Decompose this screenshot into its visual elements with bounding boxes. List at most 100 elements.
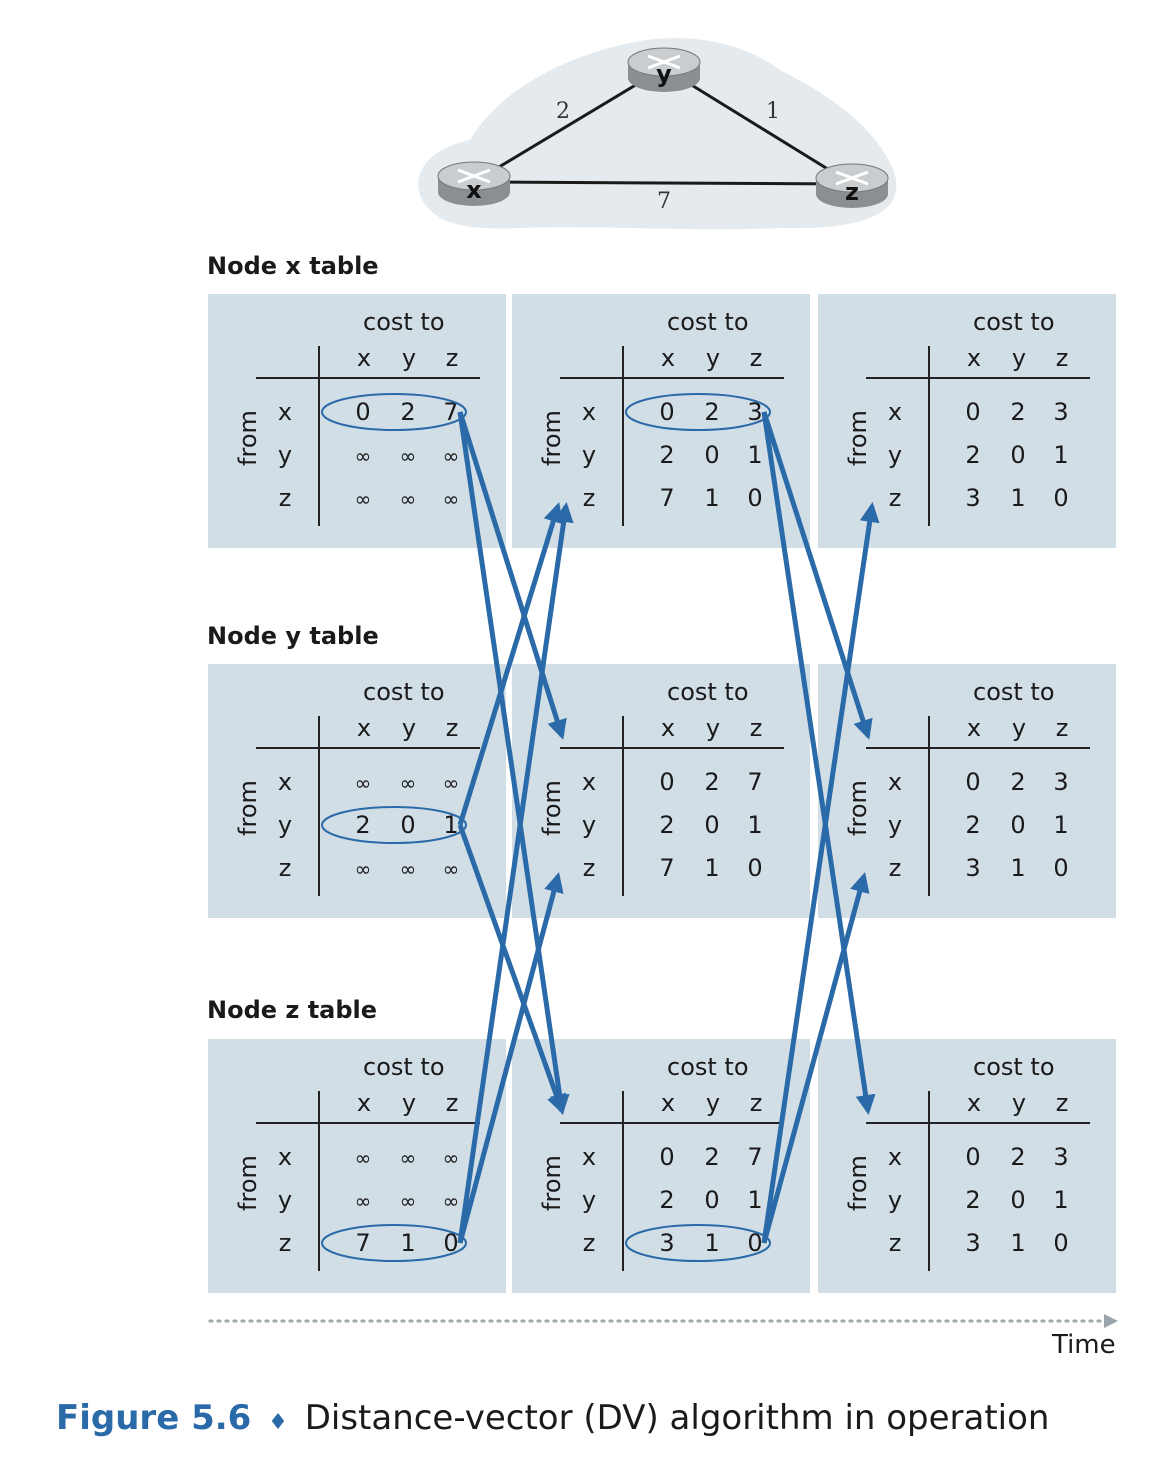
table-cell: 3 [1053,1143,1069,1171]
column-header: x [660,344,676,372]
table-cell: 1 [1010,484,1026,512]
table-cell: 0 [1010,1186,1026,1214]
link-cost-x-y: 2 [556,99,570,124]
table-cell: 0 [965,768,981,796]
router-y-icon: y [627,47,701,92]
column-header: x [356,714,372,742]
table-cell: 2 [1010,1143,1026,1171]
table-cell: 2 [1010,768,1026,796]
cost-to-label: cost to [973,678,1055,706]
column-header: z [445,1089,459,1117]
row-header: z [278,484,292,512]
cost-to-label: cost to [363,308,445,336]
table-cell: 0 [747,484,763,512]
column-header: y [1011,1089,1027,1117]
table-cell: 3 [1053,398,1069,426]
network-topology: 2 1 7 y x z [418,38,897,230]
table-cell: 0 [1053,854,1069,882]
column-header: x [966,344,982,372]
router-y-label: y [656,60,672,88]
column-header: z [749,344,763,372]
table-cell: ∞ [399,444,417,468]
table-divider [866,747,1090,749]
row-header: x [277,1143,293,1171]
table-cell: ∞ [399,1189,417,1213]
table-divider [622,716,624,896]
table-cell: ∞ [354,1189,372,1213]
table-cell: 2 [704,1143,720,1171]
time-label: Time [1052,1330,1116,1360]
column-header: y [1011,714,1027,742]
table-divider [928,716,930,896]
table-cell: ∞ [442,444,460,468]
table-cell: 2 [659,811,675,839]
column-header: z [749,1089,763,1117]
table-cell: 7 [747,768,763,796]
table-cell: 0 [1053,484,1069,512]
column-header: x [356,344,372,372]
table-cell: 2 [965,811,981,839]
column-header: y [705,1089,721,1117]
table-cell: 0 [965,398,981,426]
table-cell: 1 [747,811,763,839]
table-cell: 3 [965,1229,981,1257]
column-header: z [749,714,763,742]
table-cell: ∞ [354,1146,372,1170]
table-cell: ∞ [399,487,417,511]
table-cell: 1 [1053,811,1069,839]
table-cell: 0 [659,768,675,796]
table-cell: ∞ [399,771,417,795]
link-x-z [473,180,853,186]
router-z-label: z [845,178,859,206]
row-header: y [581,441,597,469]
table-cell: 2 [659,441,675,469]
row-header: y [277,441,293,469]
table-divider [928,1091,930,1271]
table-divider [560,377,784,379]
table-cell: 1 [747,1186,763,1214]
link-cost-x-z: 7 [657,189,671,214]
router-x-label: x [466,176,482,204]
table-divider [560,747,784,749]
router-x-icon: x [437,161,511,206]
row-header: z [582,854,596,882]
table-divider [318,716,320,896]
figure-caption: Figure 5.6 ♦ Distance-vector (DV) algori… [56,1398,1049,1438]
row-header: x [887,768,903,796]
cost-to-label: cost to [667,308,749,336]
table-cell: 1 [1010,854,1026,882]
column-header: z [445,714,459,742]
column-header: y [705,714,721,742]
table-cell: 1 [1010,1229,1026,1257]
link-x-y [473,66,665,184]
row-header: x [581,398,597,426]
node-y-table-title: Node y table [207,622,379,650]
row-header: y [277,811,293,839]
table-cell: ∞ [354,857,372,881]
cost-to-label: cost to [973,308,1055,336]
table-divider [256,377,480,379]
table-divider [318,346,320,526]
node-z-table-title: Node z table [207,996,378,1024]
table-divider [866,1122,1090,1124]
row-header: y [581,1186,597,1214]
table-cell: ∞ [354,487,372,511]
table-divider [622,346,624,526]
table-cell: 2 [965,1186,981,1214]
table-cell: 0 [704,441,720,469]
row-header: x [277,398,293,426]
cost-to-label: cost to [667,678,749,706]
table-cell: 3 [965,854,981,882]
row-header: z [582,1229,596,1257]
table-cell: 2 [1010,398,1026,426]
row-header: z [888,854,902,882]
table-cell: 1 [704,854,720,882]
column-header: y [401,344,417,372]
table-cell: 0 [659,1143,675,1171]
column-header: x [660,1089,676,1117]
table-cell: 7 [659,484,675,512]
cost-to-label: cost to [363,678,445,706]
row-header: x [581,768,597,796]
table-cell: 7 [747,1143,763,1171]
